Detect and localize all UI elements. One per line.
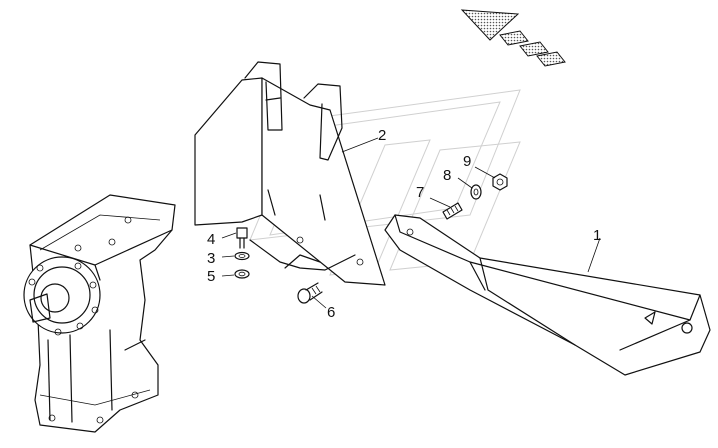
gearbox-housing (23, 194, 176, 433)
callout-5: 5 (207, 268, 215, 285)
callout-8: 8 (443, 167, 451, 184)
washer-part-5 (234, 269, 250, 279)
support-arm (384, 214, 711, 376)
callout-6: 6 (327, 304, 335, 321)
callout-2: 2 (378, 127, 386, 144)
leader-lines (221, 137, 601, 309)
bolt-part-4 (236, 227, 248, 249)
washer-part-8 (470, 184, 482, 200)
washer-part-3 (234, 251, 250, 261)
bolt-part-7 (442, 202, 463, 220)
callout-1: 1 (593, 227, 601, 244)
callout-9: 9 (463, 153, 471, 170)
travel-direction-arrow-icon (460, 9, 566, 67)
bolt-part-6 (297, 282, 323, 304)
nut-part-9 (492, 173, 508, 191)
callout-3: 3 (207, 250, 215, 267)
callout-4: 4 (207, 231, 215, 248)
callout-7: 7 (416, 184, 424, 201)
callout-labels: 1 2 3 4 5 6 7 8 9 (207, 127, 601, 321)
shield-plate (194, 61, 386, 286)
